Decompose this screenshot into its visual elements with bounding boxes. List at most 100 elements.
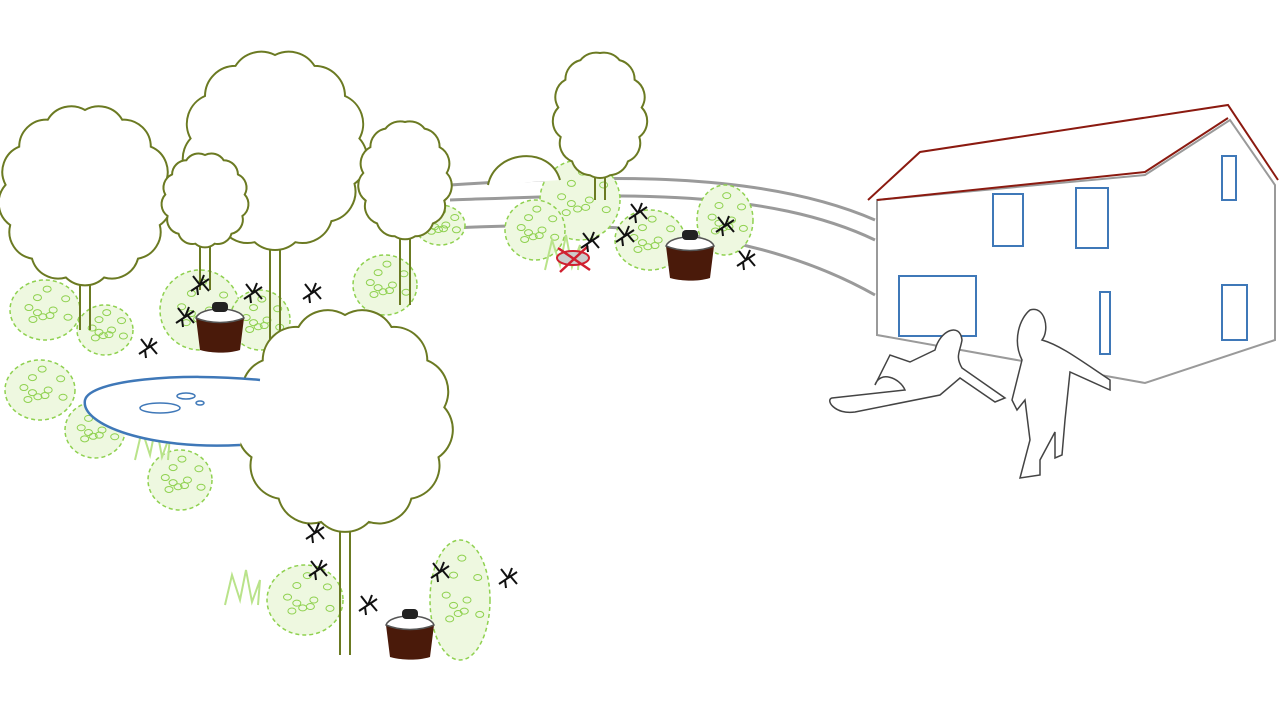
leaf <box>27 389 37 397</box>
leaf <box>445 615 455 623</box>
pond <box>83 375 261 447</box>
mosquito-icon <box>190 274 210 296</box>
grass-tuft <box>224 569 261 606</box>
leaf <box>90 334 100 342</box>
leaf <box>33 393 43 401</box>
leaf <box>382 260 392 268</box>
leaf <box>56 375 66 383</box>
leaf <box>462 596 472 604</box>
leaf <box>245 325 255 333</box>
tree-crown <box>551 51 649 179</box>
leaf <box>84 414 94 422</box>
window <box>898 275 977 337</box>
tree-crown <box>160 152 250 249</box>
leaf <box>117 317 127 325</box>
reclining-person <box>829 329 1007 414</box>
leaf <box>722 192 732 200</box>
leaf <box>457 554 467 562</box>
mosquito-icon <box>305 522 325 544</box>
leaf <box>24 304 34 312</box>
leaf <box>550 233 560 241</box>
trap-lid <box>195 308 245 324</box>
trap-lid <box>385 615 435 631</box>
leaf <box>88 432 98 440</box>
leaf <box>196 483 206 491</box>
leaf <box>249 319 259 327</box>
leaf <box>714 202 724 210</box>
mosquito-trap <box>666 246 714 281</box>
leaf <box>168 479 178 487</box>
trap-top <box>682 230 698 240</box>
leaf <box>28 315 38 323</box>
shrub <box>266 564 344 636</box>
leaf <box>292 582 302 590</box>
leaf <box>737 203 747 211</box>
leaf <box>601 206 611 214</box>
leaf <box>292 599 302 607</box>
mosquito-icon <box>175 306 195 328</box>
ripple <box>176 392 196 400</box>
mosquito-icon <box>243 282 263 304</box>
shrub <box>352 254 418 316</box>
trap-top <box>212 302 228 312</box>
leaf <box>45 312 55 320</box>
bush-outline <box>487 155 561 186</box>
leaf <box>637 224 647 232</box>
leaf <box>475 610 485 618</box>
leaf <box>650 242 660 250</box>
shrub <box>76 304 134 356</box>
leaf <box>94 328 104 336</box>
leaf <box>439 225 449 233</box>
garden-path <box>449 194 876 242</box>
leaf <box>37 365 47 373</box>
leaf <box>42 285 52 293</box>
shrub <box>9 279 81 341</box>
leaf <box>566 179 576 187</box>
mosquito-icon <box>358 594 378 616</box>
shrub <box>429 539 491 661</box>
leaf <box>449 601 459 609</box>
leaf <box>557 193 567 201</box>
leaf <box>532 205 542 213</box>
leaf <box>584 196 594 204</box>
leaf <box>249 304 259 312</box>
shrub <box>696 184 754 256</box>
leaf <box>369 290 379 298</box>
leaf <box>19 384 29 392</box>
leaf <box>322 583 332 591</box>
leaf <box>450 213 460 221</box>
tree-trunk <box>339 515 351 655</box>
leaf <box>516 224 526 232</box>
leaf <box>373 284 383 292</box>
leaf <box>104 331 114 339</box>
leaf <box>160 474 170 482</box>
mosquito-icon <box>498 567 518 589</box>
leaf <box>666 225 676 233</box>
leaf <box>561 209 571 217</box>
ripple <box>139 402 181 414</box>
shrub <box>147 449 213 511</box>
leaf <box>707 213 717 221</box>
leaf <box>164 485 174 493</box>
mosquito-icon <box>138 337 158 359</box>
leaf <box>385 287 395 295</box>
leaf <box>273 305 283 313</box>
leaf <box>566 200 576 208</box>
tree-crown <box>0 105 173 287</box>
mosquito-trap <box>386 625 434 660</box>
leaf <box>177 455 187 463</box>
trap-top <box>402 609 418 619</box>
leaf <box>378 288 388 296</box>
leaf <box>441 591 451 599</box>
mosquito-icon <box>628 202 648 224</box>
leaf <box>528 233 538 241</box>
grass-tuft <box>544 234 581 271</box>
leaf <box>647 215 657 223</box>
leaf <box>548 215 558 223</box>
leaf <box>524 229 534 237</box>
people <box>829 308 1111 479</box>
leaf <box>180 482 190 490</box>
leaf <box>259 322 269 330</box>
leaf <box>524 214 534 222</box>
trees <box>0 50 649 655</box>
